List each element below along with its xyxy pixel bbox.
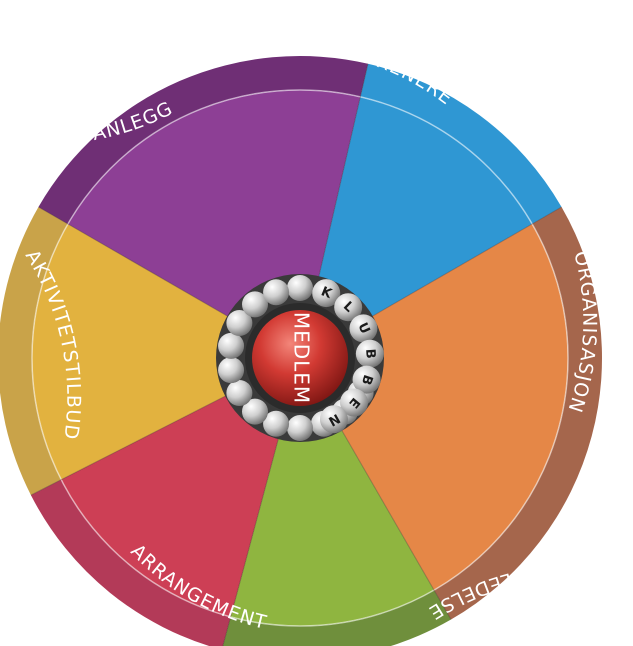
bead — [218, 332, 245, 359]
bead — [263, 279, 290, 306]
wedge-aktivitetstilbud — [32, 224, 300, 480]
wedge-trenere — [300, 96, 533, 358]
letter-bead — [334, 293, 363, 322]
ring-segment-anlegg — [38, 56, 368, 225]
ring-segment-arrangement — [30, 479, 231, 646]
ring-segment-aktivitetstilbud — [0, 207, 68, 496]
bead — [242, 291, 269, 318]
letter-bead — [319, 405, 348, 434]
inner-wedges — [32, 89, 568, 626]
bead-letter: B — [362, 348, 378, 359]
letter-bead — [340, 388, 369, 417]
bead — [226, 380, 253, 406]
center-label: MEDLEM — [290, 312, 314, 404]
bead — [263, 410, 290, 437]
ring-segment-trenere — [360, 63, 562, 225]
bead — [226, 310, 253, 336]
ring-separator — [31, 89, 569, 627]
bead — [242, 398, 269, 425]
wedge-organisasjon — [300, 224, 568, 591]
letter-bead — [352, 365, 381, 394]
center-sphere — [252, 310, 348, 406]
bead — [287, 415, 313, 441]
letter-bead — [355, 339, 384, 368]
ring-segment-organisasjon — [434, 207, 602, 620]
letter-bead — [349, 314, 378, 343]
ring-segment-ledelse — [222, 590, 451, 646]
wedge-ledelse — [230, 358, 434, 626]
wedge-arrangement — [61, 358, 300, 617]
outer-ring — [0, 56, 602, 646]
letter-bead — [312, 279, 341, 308]
bead — [218, 357, 245, 384]
bead-letter: B — [358, 373, 375, 387]
bead — [287, 275, 313, 301]
